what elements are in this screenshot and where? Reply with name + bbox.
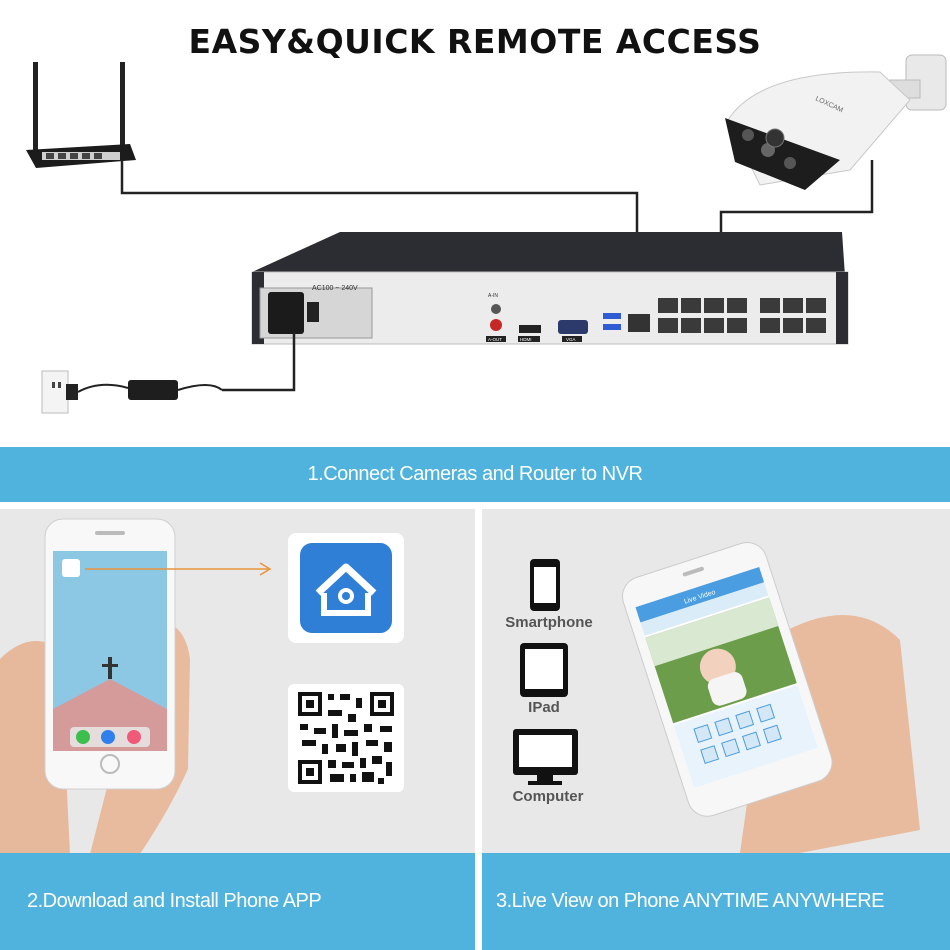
step1-text: 1.Connect Cameras and Router to NVR [307,463,643,485]
computer-icon [513,729,578,785]
app-icon-tile[interactable] [288,533,404,643]
ipad-icon [520,643,568,697]
port-label-hdmi: HDMI [520,337,532,342]
power-label: AC100 ~ 240V [312,285,358,292]
port-label-vga: VGA [566,337,576,342]
ipad-label: IPad [528,699,560,716]
smartphone-label: Smartphone [505,614,593,631]
qr-code-icon [298,692,394,784]
step2-banner: 2.Download and Install Phone APP [0,853,475,950]
step3-banner: 3.Live View on Phone ANYTIME ANYWHERE [482,853,950,950]
phone-home-screen-illustration [0,518,272,854]
camera-app-icon [300,543,392,633]
router-icon [26,62,136,168]
device-icons [513,559,578,785]
power-adapter-icon [41,370,223,414]
live-view-phone-illustration: Live Video [622,542,920,853]
step2-text: 2.Download and Install Phone APP [27,890,322,912]
connection-diagram: LOXCAM AC100 ~ 240V A-IN A-OUT HDMI VGA [26,54,947,414]
step1-banner: 1.Connect Cameras and Router to NVR [0,447,950,502]
computer-label: Computer [512,788,584,805]
bullet-camera-icon: LOXCAM [725,54,947,190]
port-label-aout: A-OUT [488,337,502,342]
port-label-ain: A-IN [488,293,498,299]
page-title: EASY&QUICK REMOTE ACCESS [188,22,762,61]
qr-code[interactable] [288,684,404,792]
step3-text: 3.Live View on Phone ANYTIME ANYWHERE [496,890,884,912]
smartphone-icon [530,559,560,611]
nvr-recorder-icon: AC100 ~ 240V A-IN A-OUT HDMI VGA [251,232,849,345]
